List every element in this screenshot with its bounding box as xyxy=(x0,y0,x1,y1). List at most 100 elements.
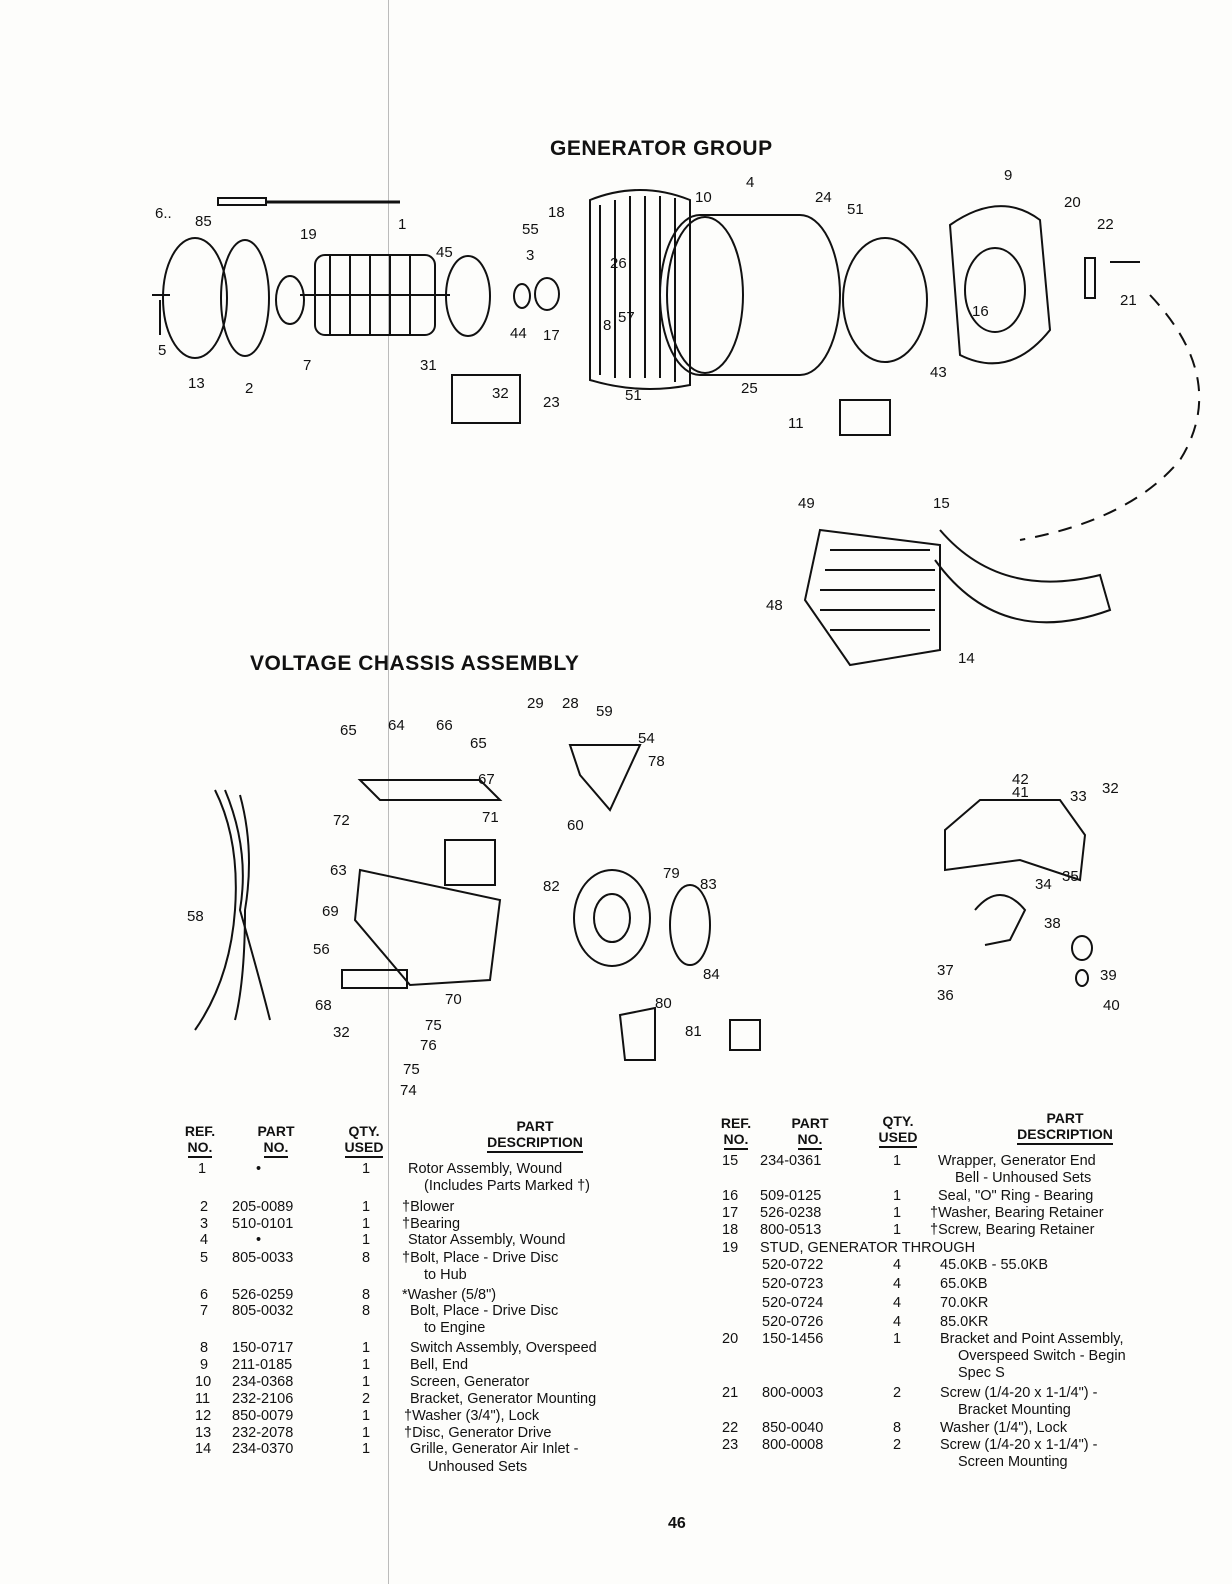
callout: 7 xyxy=(303,357,311,374)
callout: 31 xyxy=(420,357,437,374)
wrapper-callouts: 49 48 15 14 xyxy=(766,495,975,667)
callout: 32 xyxy=(492,385,509,402)
screen-drawing xyxy=(589,189,691,390)
ref-cell: 4 xyxy=(200,1232,209,1248)
ref-cell: 15 xyxy=(722,1153,739,1169)
generator-group-title: GENERATOR GROUP xyxy=(550,137,773,160)
part-cell: 150-0717 xyxy=(232,1340,294,1356)
callout: 69 xyxy=(322,903,339,920)
header-qty-used: QTY. USED xyxy=(338,1123,390,1158)
header-qty-used: QTY. USED xyxy=(872,1113,924,1148)
ref-cell: 9 xyxy=(200,1357,209,1373)
callout: 40 xyxy=(1103,997,1120,1014)
desc-cell: Stator Assembly, Wound xyxy=(408,1232,566,1248)
desc-cell: to Hub xyxy=(424,1267,467,1283)
callout: 26 xyxy=(610,255,627,272)
desc-cell: Screen, Generator xyxy=(410,1374,530,1390)
ref-cell: 19 xyxy=(722,1240,739,1256)
header-line: REF. xyxy=(184,1123,216,1139)
blower-drawing xyxy=(220,239,270,357)
callout: 58 xyxy=(187,908,204,925)
desc-cell: Washer (1/4"), Lock xyxy=(940,1420,1068,1436)
header-line: PART xyxy=(257,1123,295,1139)
grille-drawing xyxy=(803,528,941,667)
desc-cell: Spec S xyxy=(958,1365,1005,1381)
callout: 51 xyxy=(625,387,642,404)
callout: 6.. xyxy=(155,205,172,222)
desc-cell: (Includes Parts Marked †) xyxy=(424,1178,591,1194)
part-cell: 205-0089 xyxy=(232,1199,294,1215)
part-cell: 526-0238 xyxy=(760,1205,822,1221)
part-cell: 509-0125 xyxy=(760,1188,822,1204)
qty-cell: 1 xyxy=(362,1408,371,1424)
qty-cell: 8 xyxy=(893,1420,902,1436)
callout: 41 xyxy=(1012,784,1029,801)
header-line: NO. xyxy=(797,1131,823,1150)
part-cell: 510-0101 xyxy=(232,1216,294,1232)
scan-fold-line xyxy=(388,0,389,1584)
qty-cell: 4 xyxy=(893,1314,902,1330)
qty-cell: 2 xyxy=(893,1437,902,1453)
header-line: PART xyxy=(1046,1110,1084,1126)
header-part-no: PART NO. xyxy=(248,1123,304,1158)
qty-cell: 1 xyxy=(362,1232,371,1248)
desc-cell: Bell - Unhoused Sets xyxy=(955,1170,1092,1186)
ref-cell: 11 xyxy=(195,1391,211,1407)
callout: 74 xyxy=(400,1082,417,1099)
callout: 44 xyxy=(510,325,527,342)
callout: 35 xyxy=(1062,868,1079,885)
callout: 23 xyxy=(543,394,560,411)
ref-cell: 13 xyxy=(195,1425,212,1441)
desc-cell: to Engine xyxy=(424,1320,486,1336)
desc-cell: Grille, Generator Air Inlet - xyxy=(410,1441,579,1457)
callout: 32 xyxy=(1102,780,1119,797)
callout: 38 xyxy=(1044,915,1061,932)
part-cell: • xyxy=(256,1232,262,1248)
callout: 18 xyxy=(548,204,565,221)
qty-cell: 8 xyxy=(362,1303,371,1319)
desc-cell: Switch Assembly, Overspeed xyxy=(410,1340,597,1356)
header-part-description: PART DESCRIPTION xyxy=(470,1118,600,1153)
callout: 75 xyxy=(425,1017,442,1034)
callout: 75 xyxy=(403,1061,420,1078)
qty-cell: 4 xyxy=(893,1276,902,1292)
callout: 24 xyxy=(815,189,832,206)
desc-cell: Screw (1/4-20 x 1-1/4") - xyxy=(940,1437,1098,1453)
ref-cell: 17 xyxy=(722,1205,739,1221)
qty-cell: 1 xyxy=(362,1441,371,1457)
qty-cell: 2 xyxy=(362,1391,371,1407)
callout: 5 xyxy=(158,342,166,359)
callout: 4 xyxy=(746,174,754,191)
ref-cell: 22 xyxy=(722,1420,739,1436)
ref-cell: 6 xyxy=(200,1287,209,1303)
header-line: QTY. xyxy=(882,1113,914,1129)
voltage-callouts: 65 64 66 65 67 72 71 63 58 69 56 68 70 7… xyxy=(187,695,1120,1099)
desc-cell: †Screw, Bearing Retainer xyxy=(930,1222,1095,1238)
header-line: DESCRIPTION xyxy=(487,1134,583,1153)
desc-cell: †Disc, Generator Drive xyxy=(404,1425,552,1441)
callout: 71 xyxy=(482,809,499,826)
header-line: DESCRIPTION xyxy=(1017,1126,1113,1145)
header-line: USED xyxy=(878,1129,918,1148)
header-ref-no: REF. NO. xyxy=(714,1115,758,1150)
callout: 80 xyxy=(655,995,672,1012)
desc-cell: Overspeed Switch - Begin xyxy=(958,1348,1126,1364)
callout: 25 xyxy=(741,380,758,397)
header-line: NO. xyxy=(187,1139,213,1158)
callout: 3 xyxy=(526,247,534,264)
ref-cell: 12 xyxy=(195,1408,212,1424)
wire-harness-drawing xyxy=(194,789,237,1031)
part-cell: 850-0040 xyxy=(762,1420,824,1436)
callout: 57 xyxy=(618,309,635,326)
callout: 28 xyxy=(562,695,579,712)
wrapper-drawing xyxy=(934,529,1112,624)
header-line: PART xyxy=(516,1118,554,1134)
header-line: PART xyxy=(791,1115,829,1131)
callout: 76 xyxy=(420,1037,437,1054)
qty-cell: 2 xyxy=(893,1385,902,1401)
callout: 9 xyxy=(1004,167,1012,184)
part-cell: 800-0003 xyxy=(762,1385,824,1401)
header-line: NO. xyxy=(723,1131,749,1150)
part-cell: 800-0513 xyxy=(760,1222,822,1238)
ref-cell: 8 xyxy=(200,1340,209,1356)
